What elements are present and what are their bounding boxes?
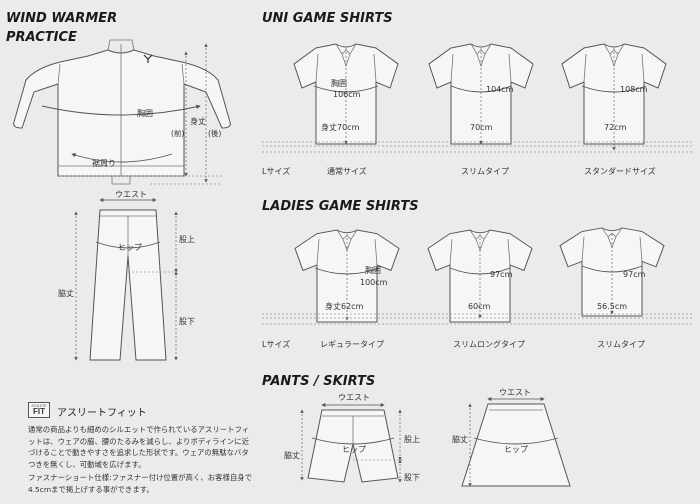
jacket-front-label: (前) bbox=[171, 128, 184, 138]
wind-warmer-title-line2: PRACTICE bbox=[6, 30, 77, 45]
ladies-shirt-1-type: レギュラータイプ bbox=[320, 340, 384, 349]
ladies-shirt-2-type: スリムロングタイプ bbox=[453, 339, 525, 349]
jacket-hem-label: 裾周り bbox=[92, 158, 116, 168]
jacket-chest-girth-line bbox=[41, 104, 201, 116]
shorts-hip-label: ヒップ bbox=[342, 445, 366, 454]
uni-shirt-normal-chest-line bbox=[313, 85, 379, 93]
shorts-side-length-label: 脇丈 bbox=[284, 450, 300, 460]
pants-hip-girth-line bbox=[95, 241, 161, 249]
wind-warmer-title-line1: WIND WARMER bbox=[6, 11, 117, 26]
uni-shirt-2-length: 70cm bbox=[470, 123, 493, 132]
shorts-waist-label: ウエスト bbox=[338, 393, 370, 402]
ladies-shirt-3-chest-value: 97cm bbox=[623, 270, 646, 279]
uni-shirt-3-chest-value: 108cm bbox=[620, 85, 648, 94]
uni-shirt-3-type: スタンダードサイズ bbox=[584, 166, 656, 176]
athlete-fit-badge-icon: ATHLETE FIT bbox=[28, 402, 50, 418]
jacket-length-label: 身丈 bbox=[190, 116, 206, 126]
pants-inseam-label: 股下 bbox=[179, 317, 195, 326]
athlete-fit-badge-big: FIT bbox=[33, 407, 45, 416]
athlete-fit-badge-small: ATHLETE bbox=[31, 404, 47, 408]
ladies-size-label: Lサイズ bbox=[262, 339, 290, 349]
shorts-illustration bbox=[307, 409, 399, 483]
shorts-inseam-label: 股下 bbox=[404, 473, 420, 482]
uni-shirts-group bbox=[293, 43, 667, 151]
uni-size-label: Lサイズ bbox=[262, 166, 290, 176]
long-pants-illustration bbox=[89, 209, 167, 361]
brand-logo-icon bbox=[143, 54, 153, 63]
skirt-waist-label: ウエスト bbox=[499, 388, 531, 397]
pants-hip-label: ヒップ bbox=[118, 243, 142, 252]
jacket-chest-label: 胸囲 bbox=[137, 108, 153, 118]
shorts-rise-label: 股上 bbox=[404, 435, 420, 444]
pants-rise-label: 股上 bbox=[179, 235, 195, 244]
ladies-shirt-1-chest-label: 胸囲 bbox=[365, 265, 381, 275]
uni-game-shirts-title: UNI GAME SHIRTS bbox=[262, 11, 393, 26]
ladies-shirt-regular-chest-line bbox=[314, 267, 380, 275]
jacket-hem-girth-line bbox=[71, 153, 173, 163]
ladies-shirt-1-chest-value: 100cm bbox=[360, 278, 388, 287]
ladies-shirt-2-length: 60cm bbox=[468, 302, 491, 311]
uni-shirt-1-length: 身丈70cm bbox=[321, 122, 360, 132]
shorts-hip-girth-line bbox=[311, 437, 395, 445]
ladies-shirt-3-type: スリムタイプ bbox=[597, 340, 645, 349]
uni-shirt-1-type: 通常サイズ bbox=[327, 166, 367, 176]
uni-shirt-2-chest-value: 104cm bbox=[486, 85, 514, 94]
ladies-game-shirts-title: LADIES GAME SHIRTS bbox=[262, 199, 419, 214]
uni-shirt-standard-chest-line bbox=[581, 85, 647, 93]
ladies-shirt-3-length: 56.5cm bbox=[597, 302, 627, 311]
pants-side-length-label: 脇丈 bbox=[58, 288, 74, 298]
jacket-illustration bbox=[13, 39, 231, 185]
uni-shirt-1-chest-value: 106cm bbox=[333, 90, 361, 99]
ladies-shirt-2-chest-value: 97cm bbox=[490, 270, 513, 279]
skirt-side-length-label: 脇丈 bbox=[452, 434, 468, 444]
jacket-back-label: (後) bbox=[208, 128, 221, 138]
ladies-shirts-group bbox=[294, 227, 665, 323]
pants-skirts-title: PANTS / SKIRTS bbox=[262, 374, 375, 389]
ladies-shirt-1-length: 身丈62cm bbox=[325, 301, 364, 311]
athlete-fit-description: 通常の商品よりも細めのシルエットで作られているアスリートフィットは、ウェアの脇、… bbox=[28, 425, 250, 469]
uni-shirt-3-length: 72cm bbox=[604, 123, 627, 132]
uni-shirt-2-type: スリムタイプ bbox=[461, 167, 509, 176]
athlete-fit-title: アスリートフィット bbox=[57, 408, 147, 419]
zipper-short-note: ファスナーショート仕様:ファスナー付け位置が高く、お客様自身で4.5cmまで掲上… bbox=[28, 473, 253, 494]
pants-waist-label: ウエスト bbox=[115, 190, 147, 199]
skirt-hip-girth-line bbox=[473, 437, 559, 445]
uni-shirt-1-chest-label: 胸囲 bbox=[331, 78, 347, 88]
skirt-hip-label: ヒップ bbox=[504, 445, 528, 454]
